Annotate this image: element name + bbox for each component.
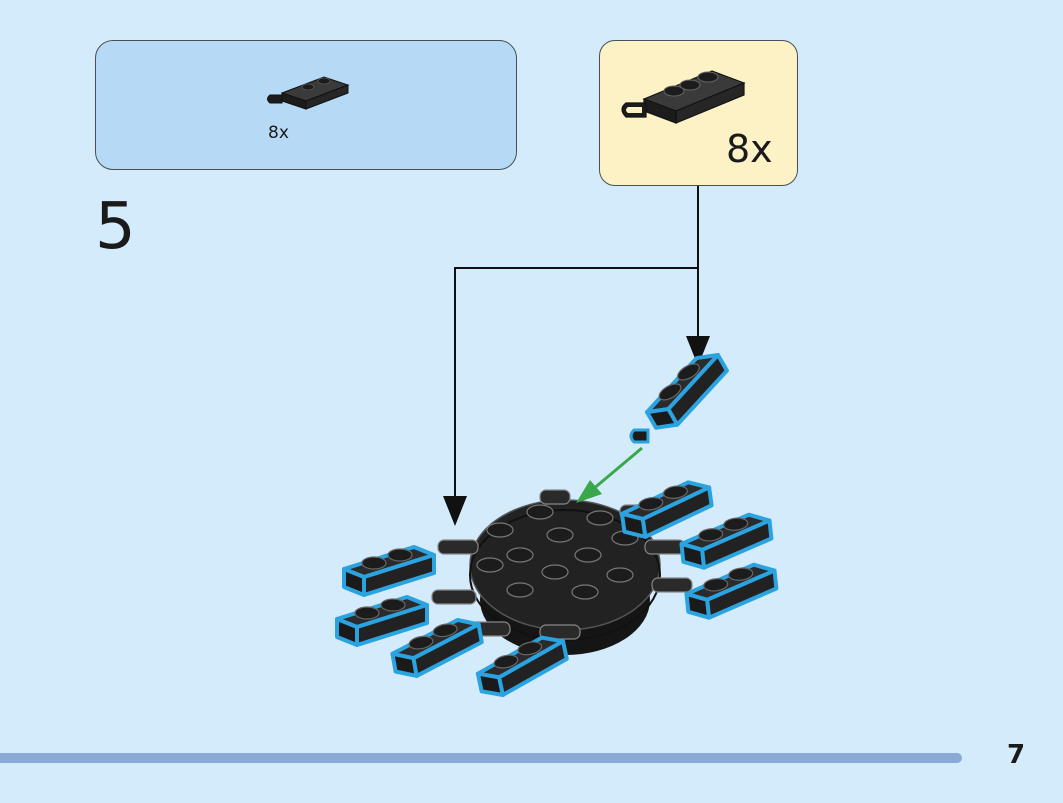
subassembly-box: 8x xyxy=(599,40,798,186)
arrow-head-icon xyxy=(686,336,710,366)
insert-arrow xyxy=(591,446,643,492)
step-number: 5 xyxy=(95,190,136,264)
round-plate-studs xyxy=(476,504,639,600)
parts-list-box: 8x xyxy=(95,40,517,170)
leg-plate xyxy=(335,595,429,647)
leg-plate xyxy=(342,545,436,597)
leg-joints xyxy=(431,489,693,640)
part-quantity: 8x xyxy=(268,123,289,143)
leg-plate xyxy=(616,477,717,542)
footer-bar xyxy=(0,753,962,763)
arrow-head-icon xyxy=(443,496,467,526)
plate-with-clip-icon xyxy=(267,76,350,110)
insert-arrow-head-icon xyxy=(576,480,602,503)
leg-plate xyxy=(677,510,776,572)
plate-with-clip-icon xyxy=(621,70,746,124)
inserting-plate xyxy=(634,346,740,437)
subassembly-quantity: 8x xyxy=(726,127,773,171)
page-number: 7 xyxy=(1007,740,1026,770)
callout-line xyxy=(454,186,699,510)
leg-plate xyxy=(682,560,781,622)
